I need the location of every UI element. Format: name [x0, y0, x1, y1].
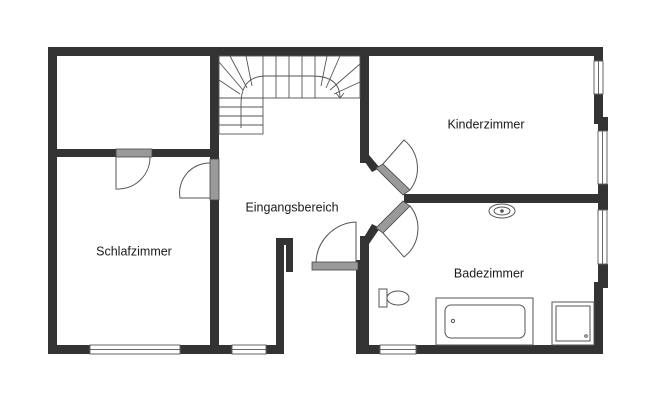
wall-top-left: [48, 47, 366, 56]
wall-mid-left-1: [210, 47, 219, 159]
wall-mid-right-diag-upper: [360, 155, 380, 172]
wall-left: [48, 47, 57, 354]
wall-right-4: [598, 184, 608, 210]
door-swing-closet: [115, 156, 151, 190]
stair-walk-arrow: [335, 92, 345, 99]
stair-winder-r3: [329, 63, 361, 91]
wall-bad-bottom-2: [416, 345, 603, 354]
toilet-bowl: [386, 290, 410, 306]
toilet-tank: [378, 288, 388, 308]
room-label-eingangsbereich: Eingangsbereich: [245, 200, 338, 214]
door-leaf-entry: [311, 261, 359, 271]
stair-winder-r4: [333, 81, 361, 95]
wall-bottom-3: [266, 345, 284, 354]
wall-right-2: [594, 94, 603, 124]
door-leaf-schlafzimmer: [209, 158, 220, 201]
door-swing-entry: [315, 221, 357, 263]
wall-mid-right-2: [360, 236, 369, 354]
stair-winder-l3: [245, 55, 253, 87]
room-label-schlafzimmer: Schlafzimmer: [96, 244, 172, 258]
wall-bottom-1: [48, 345, 90, 354]
wall-top-right: [362, 47, 602, 56]
wall-niche-left: [276, 238, 284, 354]
bathtub-inner: [444, 304, 526, 339]
stair-winder-r2: [325, 55, 341, 89]
sink-drain: [500, 209, 504, 213]
shower-drain: [584, 334, 588, 338]
windows: [89, 60, 608, 355]
door-swings: [115, 139, 419, 263]
room-label-kinderzimmer: Kinderzimmer: [447, 117, 524, 131]
stair-winder-r1: [320, 55, 328, 87]
staircase: [218, 55, 361, 135]
door-swing-kinderzimmer: [382, 139, 418, 191]
walls: [48, 47, 608, 354]
stair-winder-l4: [218, 79, 241, 95]
wall-closet-bottom-1: [48, 149, 116, 157]
staircase-outline: [218, 55, 361, 99]
wall-right-3: [598, 117, 608, 131]
shower-inner: [555, 305, 591, 342]
wall-mid-right-1: [360, 47, 369, 163]
wall-kinder-bad: [404, 194, 602, 203]
door-leaf-closet: [115, 148, 153, 158]
wall-right-5: [598, 264, 608, 288]
wall-right-6: [594, 282, 603, 354]
stair-walk-line: [240, 75, 341, 128]
door-leaves: [115, 148, 411, 271]
wall-niche-top: [276, 238, 293, 245]
wall-bad-bottom-1: [360, 345, 380, 354]
door-swing-bad: [382, 205, 419, 258]
stair-winder-l1: [218, 61, 244, 91]
wall-bottom-2: [180, 345, 232, 354]
bathtub-drain: [450, 318, 456, 324]
stair-winder-l2: [229, 55, 248, 89]
wall-niche-right: [286, 238, 293, 272]
bathroom-fixtures: [378, 203, 595, 346]
room-labels: Schlafzimmer Eingangsbereich Kinderzimme…: [96, 117, 524, 280]
wall-right-1: [594, 47, 603, 61]
wall-closet-bottom-2: [152, 149, 214, 157]
wall-mid-left-2: [210, 200, 219, 354]
room-label-badezimmer: Badezimmer: [454, 266, 524, 280]
door-swing-schlafzimmer: [179, 162, 211, 199]
